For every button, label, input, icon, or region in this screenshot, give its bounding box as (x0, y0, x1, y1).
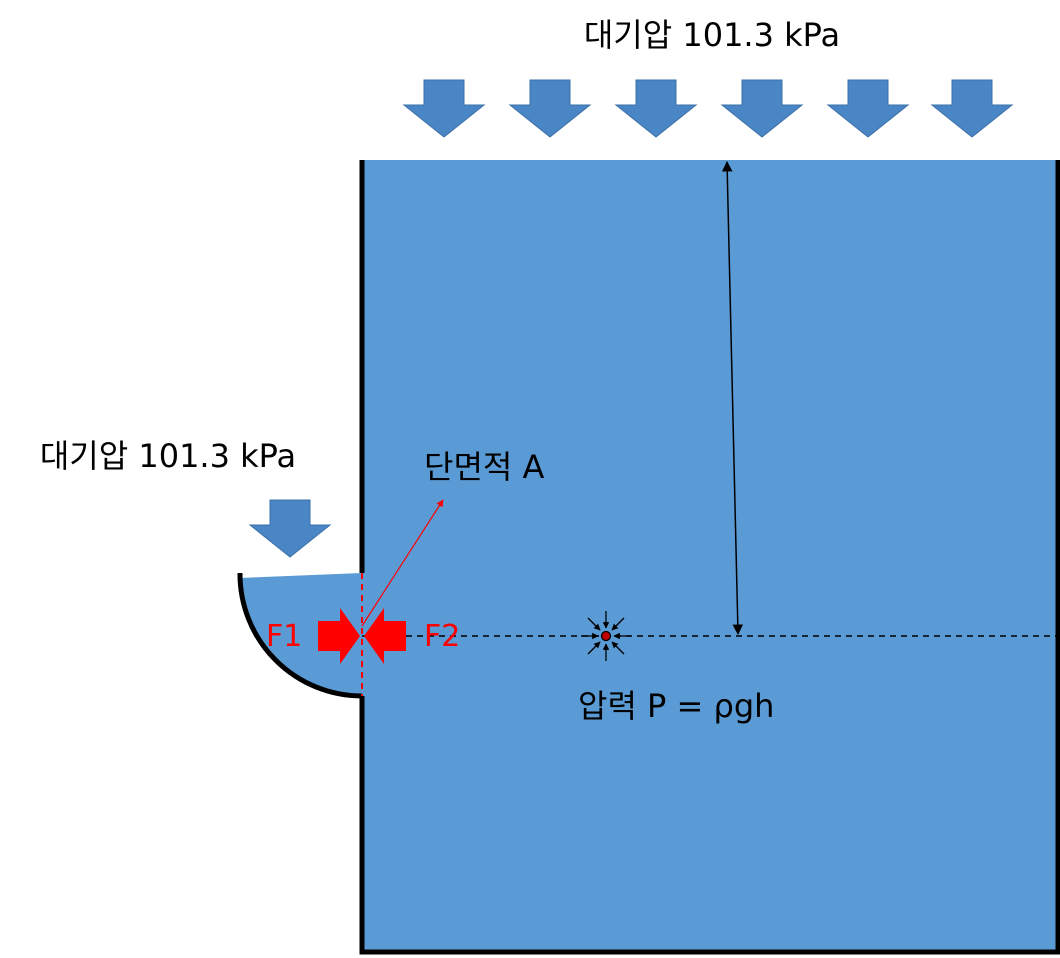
atmosphere-label-top: 대기압 101.3 kPa (584, 16, 840, 54)
atmosphere-arrow-left-icon (248, 499, 332, 558)
area-label: 단면적 A (424, 448, 544, 486)
force-f1-label: F1 (266, 619, 302, 654)
area-pointer (361, 499, 444, 627)
pressure-formula-label: 압력 P = ρgh (578, 687, 774, 725)
cup-wall (237, 572, 363, 699)
pressure-point-dot (600, 630, 612, 642)
atmosphere-arrow-icon (402, 79, 486, 138)
atmosphere-arrow-icon (826, 79, 910, 138)
atmosphere-arrow-icon (720, 79, 804, 138)
tank-wall (359, 160, 1060, 955)
cup-water (240, 573, 362, 696)
atmosphere-arrow-icon (614, 79, 698, 138)
force-f2-label: F2 (424, 619, 460, 654)
force-f2-arrow-icon (364, 608, 406, 664)
tank-water (362, 160, 1060, 952)
atmosphere-arrow-icon (930, 79, 1014, 138)
atmosphere-label-left: 대기압 101.3 kPa (40, 437, 296, 475)
atmosphere-arrow-icon (508, 79, 592, 138)
depth-arrow (721, 160, 744, 636)
pressure-point (581, 611, 631, 661)
force-f1-arrow-icon (318, 608, 360, 664)
atmosphere-arrows-top (402, 79, 1014, 138)
